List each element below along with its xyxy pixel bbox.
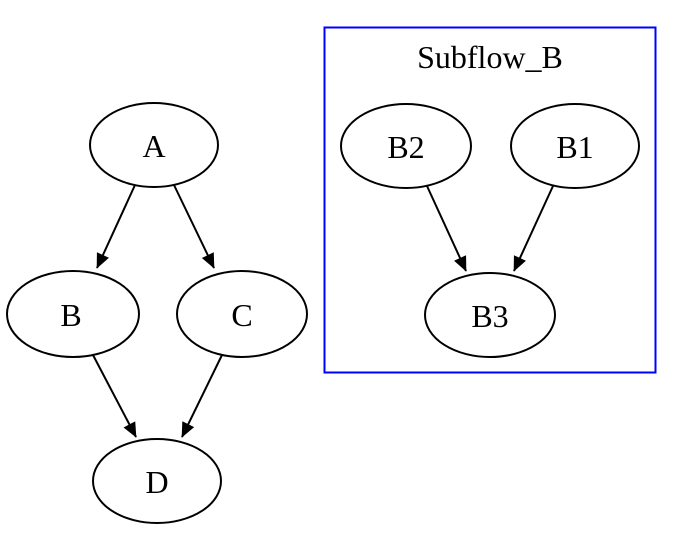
node-b1-shape [510, 103, 640, 189]
node-b1: B1 [510, 103, 640, 189]
node-d-label: D [145, 464, 168, 500]
node-a-shape [89, 102, 219, 188]
node-b3: B3 [424, 272, 556, 358]
cluster-border [323, 26, 657, 374]
edges [92, 184, 554, 438]
node-d: D [92, 438, 222, 524]
node-b2: B2 [340, 103, 472, 189]
node-d-shape [92, 438, 222, 524]
node-c-shape [176, 270, 308, 358]
edge-b-d [92, 354, 137, 438]
node-c-label: C [231, 297, 252, 333]
cluster-subflow-b: Subflow_B [323, 26, 657, 374]
node-b: B [6, 270, 140, 358]
edge-c-d [181, 354, 223, 438]
node-a: A [89, 102, 219, 188]
node-b-label: B [60, 297, 81, 333]
node-b2-label: B2 [387, 129, 424, 165]
node-c: C [176, 270, 308, 358]
node-b-shape [6, 270, 140, 358]
edge-a-b [96, 184, 136, 269]
node-b3-shape [424, 272, 556, 358]
node-b1-label: B1 [556, 129, 593, 165]
cluster-title: Subflow_B [417, 39, 563, 75]
edge-a-c [173, 184, 215, 269]
node-a-label: A [142, 128, 165, 164]
edge-b1-b3 [513, 185, 554, 272]
node-b3-label: B3 [471, 298, 508, 334]
edge-b2-b3 [426, 185, 467, 272]
node-b2-shape [340, 103, 472, 189]
